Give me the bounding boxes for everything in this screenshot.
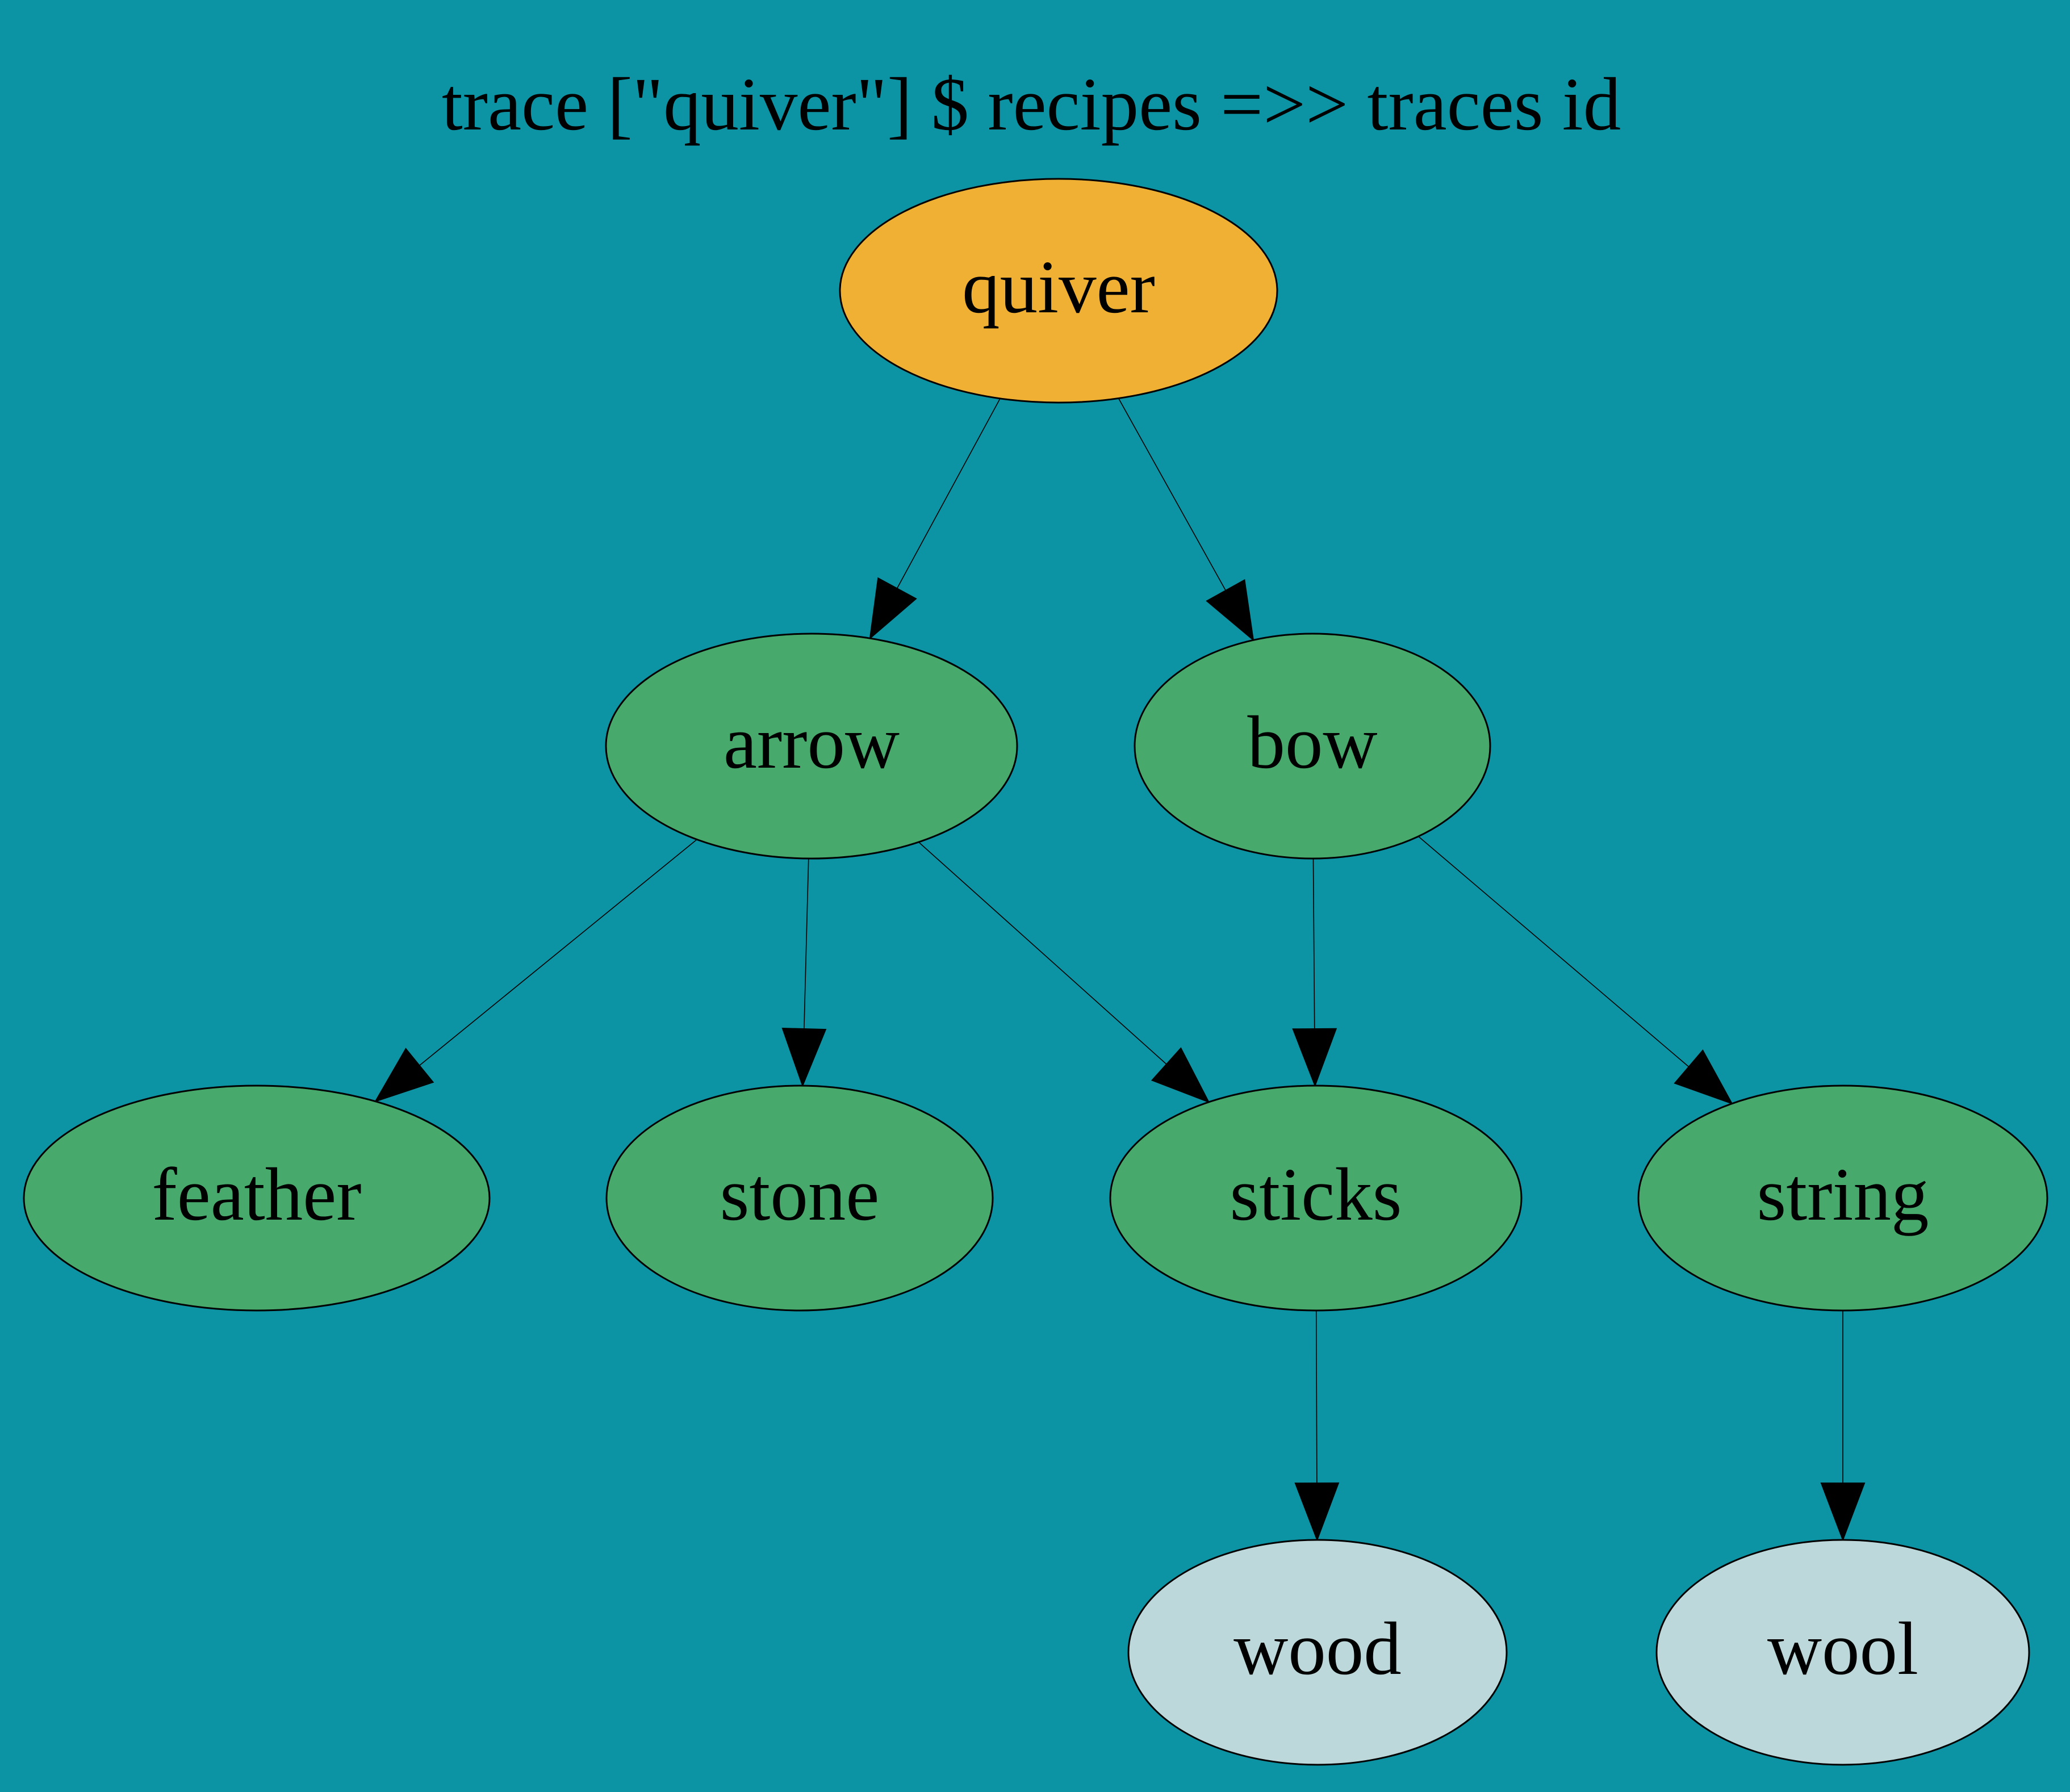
- node-label-wool: wool: [1767, 1606, 1918, 1690]
- node-ellipse-wood: [1127, 1539, 1508, 1766]
- arrowhead-sticks-to-wood: [1294, 1482, 1340, 1542]
- arrowhead-quiver-to-arrow: [869, 577, 917, 640]
- node-ellipse-feather: [23, 1085, 491, 1312]
- node-ellipse-sticks: [1109, 1085, 1523, 1312]
- graph-title: trace ["quiver"] $ recipes =>> traces id: [442, 62, 1621, 146]
- arrowhead-string-to-wool: [1820, 1483, 1866, 1542]
- node-label-string: string: [1757, 1152, 1929, 1236]
- arrowhead-arrow-to-stone: [781, 1028, 827, 1087]
- node-label-wood: wood: [1233, 1606, 1402, 1690]
- node-label-feather: feather: [152, 1152, 361, 1236]
- node-ellipse-quiver: [839, 178, 1278, 404]
- node-label-quiver: quiver: [962, 245, 1155, 329]
- node-label-arrow: arrow: [724, 700, 900, 784]
- node-label-stone: stone: [720, 1152, 880, 1236]
- edge-quiver-to-arrow: [896, 398, 1001, 589]
- edge-arrow-to-sticks: [918, 841, 1167, 1065]
- arrowhead-arrow-to-sticks: [1151, 1047, 1210, 1103]
- node-layer: quiver arrow bow feather stone sticks string wo…: [23, 178, 2048, 1766]
- arrowhead-bow-to-string: [1674, 1049, 1733, 1105]
- node-ellipse-string: [1637, 1085, 2048, 1312]
- arrowhead-quiver-to-bow: [1206, 579, 1254, 642]
- edge-arrow-to-stone: [804, 858, 809, 1029]
- edge-layer: [374, 398, 1866, 1542]
- edge-quiver-to-bow: [1118, 398, 1226, 591]
- node-sticks: sticks: [1109, 1085, 1523, 1312]
- node-bow: bow: [1134, 633, 1491, 860]
- node-wood: wood: [1127, 1539, 1508, 1766]
- edge-sticks-to-wood: [1315, 1310, 1318, 1484]
- arrowhead-bow-to-sticks: [1292, 1028, 1337, 1087]
- edge-arrow-to-feather: [419, 839, 697, 1066]
- node-quiver: quiver: [839, 178, 1278, 404]
- edge-bow-to-string: [1418, 836, 1690, 1067]
- node-ellipse-bow: [1134, 633, 1491, 860]
- node-label-bow: bow: [1247, 700, 1377, 784]
- arrowhead-arrow-to-feather: [374, 1048, 434, 1103]
- node-string: string: [1637, 1085, 2048, 1312]
- node-ellipse-wool: [1655, 1539, 2030, 1766]
- edge-bow-to-sticks: [1312, 858, 1315, 1029]
- node-stone: stone: [605, 1085, 994, 1312]
- node-ellipse-arrow: [605, 633, 1018, 860]
- node-ellipse-stone: [605, 1085, 994, 1312]
- node-arrow: arrow: [605, 633, 1018, 860]
- node-wool: wool: [1655, 1539, 2030, 1766]
- node-feather: feather: [23, 1085, 491, 1312]
- node-label-sticks: sticks: [1230, 1152, 1402, 1236]
